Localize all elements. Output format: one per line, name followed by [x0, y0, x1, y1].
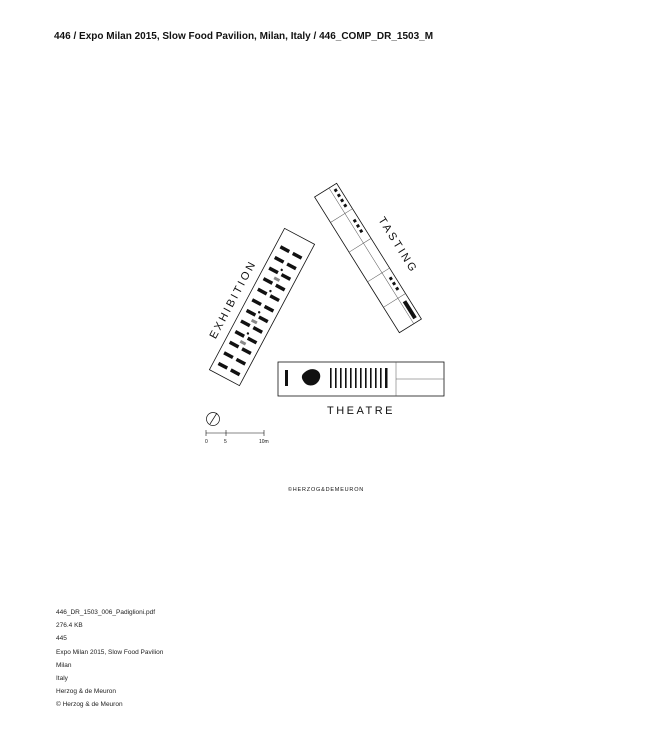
north-arrow-icon	[206, 412, 220, 426]
exhibition-pavilion	[208, 227, 316, 387]
theatre-label: THEATRE	[327, 405, 395, 417]
page-title: 446 / Expo Milan 2015, Slow Food Pavilio…	[54, 31, 434, 42]
file-copyright: © Herzog & de Meuron	[56, 701, 123, 709]
theatre-pavilion	[277, 361, 445, 397]
file-info-panel: 446_DR_1503_006_Padiglioni.pdf 276.4 KB …	[56, 606, 163, 712]
drawing-copyright: ©HERZOG&DEMEURON	[288, 486, 364, 493]
scale-bar	[205, 430, 265, 436]
file-name: 446_DR_1503_006_Padiglioni.pdf	[56, 609, 156, 616]
tasting-pavilion	[314, 182, 422, 334]
scale-tick-0: 0	[205, 439, 208, 445]
city-name: Milan	[56, 661, 72, 669]
file-number: 445	[56, 635, 67, 643]
scale-tick-10: 10m	[259, 439, 269, 445]
architect-name: Herzog & de Meuron	[56, 688, 116, 696]
scale-tick-5: 5	[224, 439, 227, 445]
project-name: Expo Milan 2015, Slow Food Pavilion	[56, 648, 164, 656]
country-name: Italy	[56, 675, 68, 683]
file-size: 276.4 KB	[56, 622, 83, 630]
